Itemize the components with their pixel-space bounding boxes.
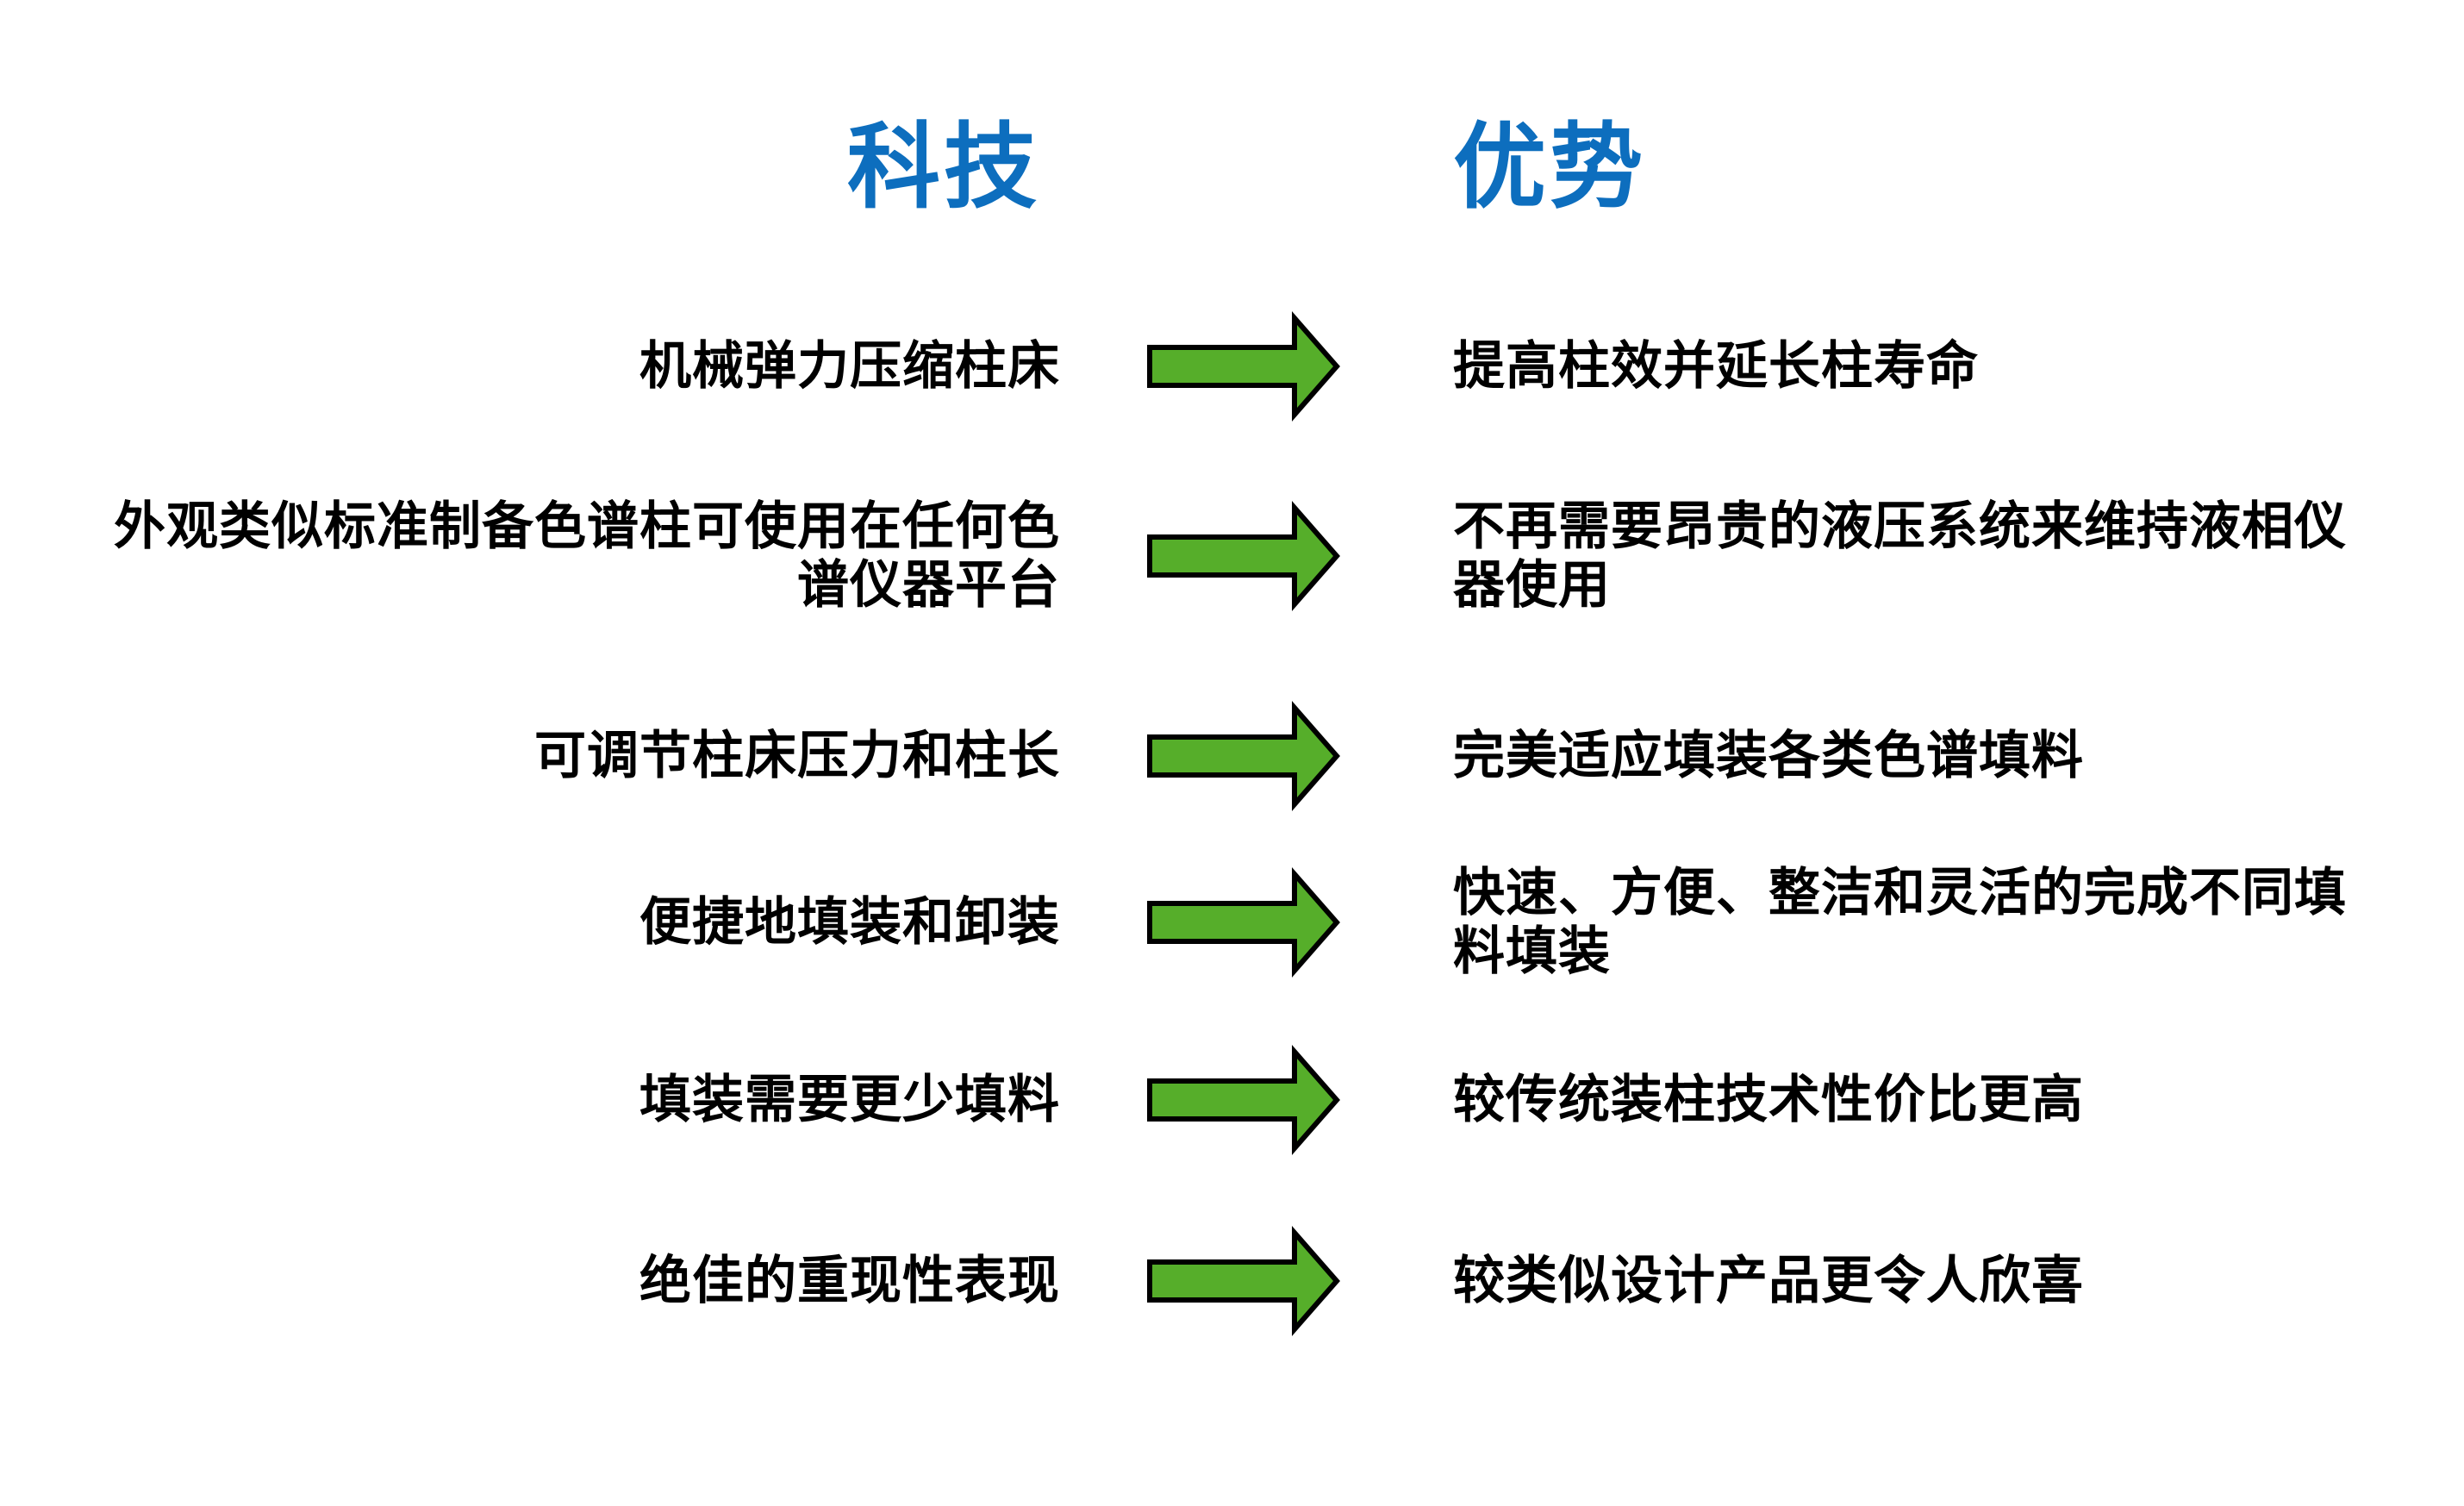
- advantage-text: 较类似设计产品更令人欣喜: [1453, 1252, 2084, 1309]
- advantage-text: 较传统装柱技术性价比更高: [1453, 1071, 2084, 1128]
- block-arrow-right-icon: [1147, 1045, 1340, 1155]
- block-arrow-right-icon: [1147, 1226, 1340, 1336]
- technology-text: 便捷地填装和卸装: [639, 893, 1060, 951]
- block-arrow-right-icon: [1147, 867, 1340, 978]
- advantage-text: 不再需要昂贵的液压系统来维持液相仪器使用: [1453, 497, 2347, 614]
- technology-text: 绝佳的重现性表现: [639, 1252, 1060, 1309]
- technology-text: 填装需要更少填料: [639, 1071, 1060, 1128]
- technology-text: 外观类似标准制备色谱柱可使用在任何色谱仪器平台: [114, 497, 1060, 614]
- block-arrow-right-icon: [1147, 701, 1340, 811]
- technology-text: 机械弹力压缩柱床: [639, 337, 1060, 395]
- column-header-advantages: 优势: [1453, 115, 1647, 219]
- technology-text: 可调节柱床压力和柱长: [534, 727, 1060, 784]
- block-arrow-right-icon: [1147, 501, 1340, 611]
- advantage-text: 完美适应填装各类色谱填料: [1453, 727, 2084, 784]
- advantage-text: 快速、方便、整洁和灵活的完成不同填料填装: [1453, 864, 2347, 980]
- advantage-text: 提高柱效并延长柱寿命: [1453, 337, 1979, 395]
- column-header-technology: 科技: [847, 115, 1041, 219]
- block-arrow-right-icon: [1147, 311, 1340, 422]
